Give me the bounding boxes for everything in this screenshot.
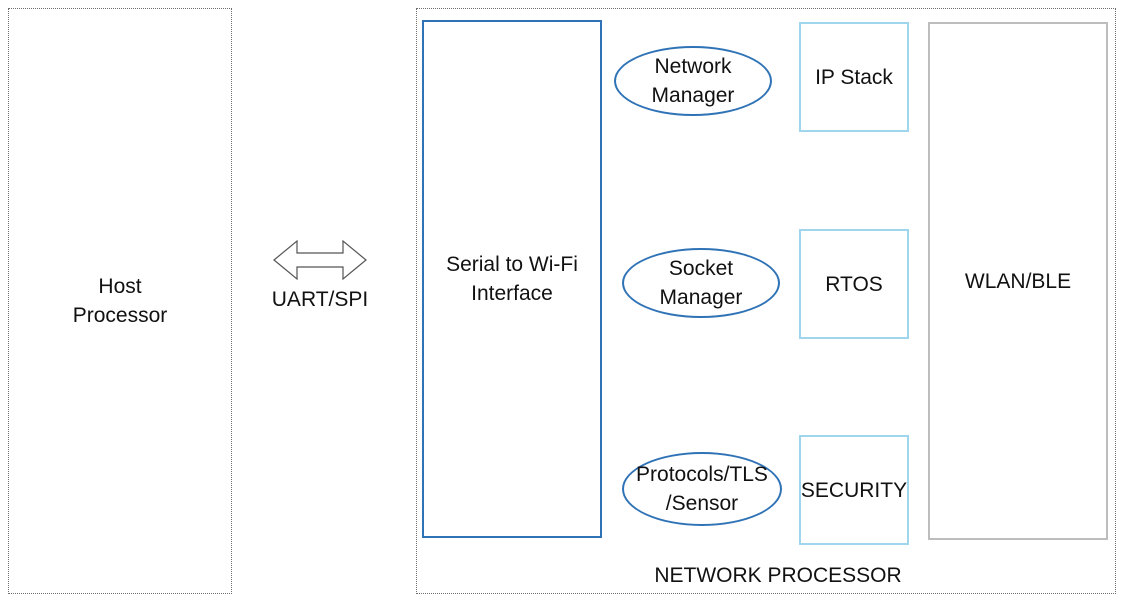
protocols-tls-sensor-label: Protocols/TLS /Sensor xyxy=(636,463,768,515)
socket-manager-ellipse: Socket Manager xyxy=(622,248,780,318)
network-processor-label: NETWORK PROCESSOR xyxy=(654,563,902,587)
host-processor-box: Host Processor xyxy=(8,8,232,594)
uart-spi-label: UART/SPI xyxy=(271,287,369,311)
network-manager-ellipse: Network Manager xyxy=(614,46,772,116)
socket-manager-label: Socket Manager xyxy=(659,257,743,309)
serial-wifi-interface-label: Serial to Wi-Fi Interface xyxy=(446,253,578,305)
wlan-ble-label: WLAN/BLE xyxy=(964,269,1072,293)
serial-wifi-interface-block: Serial to Wi-Fi Interface xyxy=(422,20,602,538)
ip-stack-block: IP Stack xyxy=(799,22,909,132)
rtos-block: RTOS xyxy=(799,229,909,339)
rtos-label: RTOS xyxy=(825,272,883,296)
network-processor-box xyxy=(416,8,1116,594)
security-label: SECURITY xyxy=(800,478,908,502)
wlan-ble-block: WLAN/BLE xyxy=(928,22,1108,540)
bidirectional-arrow-icon xyxy=(273,239,367,281)
ip-stack-label: IP Stack xyxy=(815,65,893,89)
network-manager-label: Network Manager xyxy=(651,55,735,107)
host-processor-label: Host Processor xyxy=(72,275,168,327)
protocols-tls-sensor-ellipse: Protocols/TLS /Sensor xyxy=(622,452,782,526)
security-block: SECURITY xyxy=(799,435,909,545)
